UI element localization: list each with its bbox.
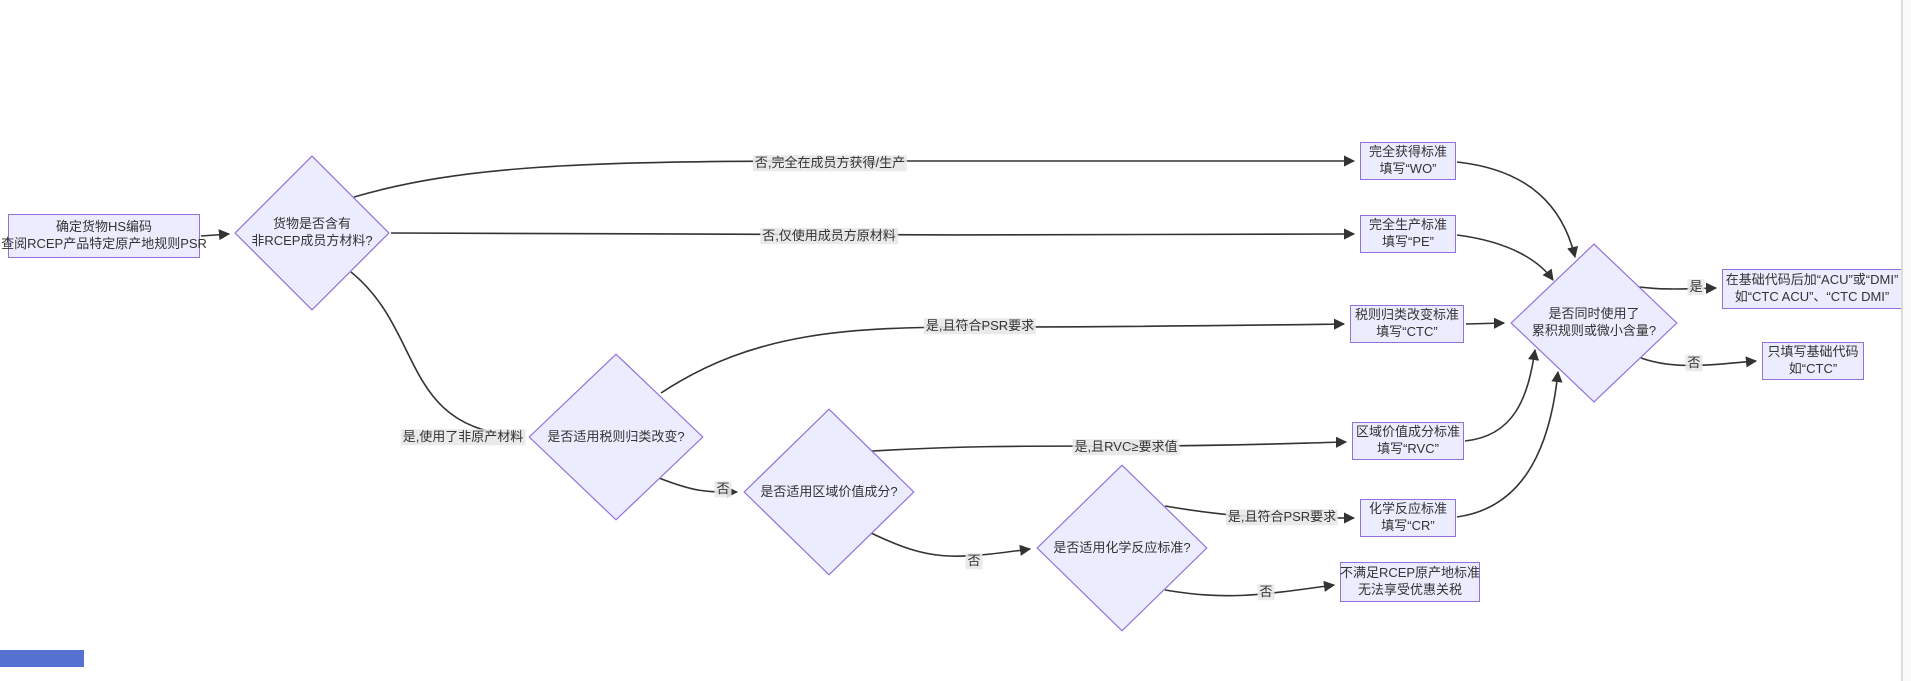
edge-wo-d5 — [1456, 161, 1579, 259]
decision-d2-line1: 是否适用税则归类改变? — [547, 428, 685, 444]
node-base-line2: 如“CTC” — [1788, 361, 1838, 376]
node-fail: 不满足RCEP原产地标准 无法享受优惠关税 — [1340, 562, 1480, 602]
diamond-shape — [528, 353, 704, 521]
edge-d4-fail — [1164, 580, 1336, 597]
edge-cr-d5 — [1456, 370, 1563, 518]
node-wo: 完全获得标准 填写“WO” — [1360, 142, 1456, 180]
decision-d3-line1: 是否适用区域价值成分? — [760, 483, 898, 499]
edge-label-d2-no: 否 — [714, 481, 732, 497]
decision-d5-line2: 累积规则或微小含量? — [1531, 323, 1657, 338]
node-rvc-line2: 填写“RVC” — [1377, 441, 1439, 456]
edge-label-d5-yes: 是 — [1687, 279, 1705, 295]
decision-accumulation-deminimis: 是否同时使用了 累积规则或微小含量? — [1510, 243, 1678, 403]
diamond-shape — [1510, 243, 1678, 403]
node-fail-line1: 不满足RCEP原产地标准 — [1339, 565, 1481, 581]
node-cr-line1: 化学反应标准 — [1368, 501, 1447, 517]
node-acu-line1: 在基础代码后加“ACU”或“DMI” — [1725, 272, 1899, 288]
edge-ctc-d5 — [1465, 317, 1506, 329]
edge-label-d1-wo: 否,完全在成员方获得/生产 — [752, 155, 908, 171]
edge-start-d1 — [200, 229, 231, 241]
diamond-shape — [1036, 464, 1208, 632]
decision-d1-line2: 非RCEP成员方材料? — [251, 233, 373, 248]
edge-label-d1-pe: 否,仅使用成员方原材料 — [760, 228, 898, 244]
node-start-line2: 查阅RCEP产品特定原产地规则PSR — [1, 236, 207, 251]
node-start: 确定货物HS编码 查阅RCEP产品特定原产地规则PSR — [1, 214, 207, 258]
edge-d2-ctc — [660, 318, 1346, 394]
edge-label-d4-cr: 是,且符合PSR要求 — [1225, 509, 1339, 525]
decision-d5-line1: 是否同时使用了 — [1548, 306, 1640, 322]
edge-label-d3-rvc: 是,且RVC≥要求值 — [1072, 439, 1180, 455]
edge-d3-d4 — [870, 532, 1032, 557]
node-cr-line2: 填写“CR” — [1381, 518, 1435, 533]
decision-has-non-rcep-materials: 货物是否含有 非RCEP成员方材料? — [234, 155, 390, 311]
node-acu-line2: 如“CTC ACU”、“CTC DMI” — [1734, 289, 1890, 304]
edge-label-d1-d2: 是,使用了非原产材料 — [400, 429, 526, 445]
edge-label-d5-no: 否 — [1685, 355, 1703, 371]
node-cr: 化学反应标准 填写“CR” — [1360, 499, 1456, 537]
edge-d1-d2 — [350, 271, 523, 442]
edge-label-d2-ctc: 是,且符合PSR要求 — [923, 318, 1037, 334]
node-ctc-line2: 填写“CTC” — [1376, 324, 1438, 339]
edge-rvc-d5 — [1464, 348, 1540, 442]
edge-d5-acu — [1638, 282, 1718, 294]
bottom-left-accent-bar — [0, 650, 84, 667]
diamond-shape — [234, 155, 390, 311]
node-pe-line2: 填写“PE” — [1381, 234, 1434, 249]
node-rvc: 区域价值成分标准 填写“RVC” — [1352, 422, 1464, 460]
node-ctc: 税则归类改变标准 填写“CTC” — [1350, 305, 1464, 343]
decision-ctc-applicable: 是否适用税则归类改变? — [528, 353, 704, 521]
node-wo-line1: 完全获得标准 — [1368, 144, 1447, 160]
diamond-shape — [743, 408, 915, 576]
decision-rvc-applicable: 是否适用区域价值成分? — [743, 408, 915, 576]
decision-d4-line1: 是否适用化学反应标准? — [1053, 539, 1191, 555]
node-base-line1: 只填写基础代码 — [1767, 344, 1859, 360]
node-acu: 在基础代码后加“ACU”或“DMI” 如“CTC ACU”、“CTC DMI” — [1722, 269, 1902, 309]
node-base: 只填写基础代码 如“CTC” — [1762, 342, 1864, 380]
edge-label-d3-no: 否 — [965, 553, 983, 569]
node-wo-line2: 填写“WO” — [1379, 161, 1437, 176]
edge-label-d4-no: 否 — [1257, 584, 1275, 600]
node-pe-line1: 完全生产标准 — [1368, 217, 1447, 233]
node-ctc-line1: 税则归类改变标准 — [1354, 307, 1459, 323]
node-start-line1: 确定货物HS编码 — [55, 219, 153, 235]
decision-cr-applicable: 是否适用化学反应标准? — [1036, 464, 1208, 632]
vertical-scrollbar[interactable] — [1901, 0, 1911, 681]
node-rvc-line1: 区域价值成分标准 — [1355, 424, 1460, 440]
edge-pe-d5 — [1456, 234, 1554, 281]
node-fail-line2: 无法享受优惠关税 — [1357, 582, 1462, 597]
decision-d1-line1: 货物是否含有 — [272, 216, 351, 232]
node-pe: 完全生产标准 填写“PE” — [1360, 215, 1456, 253]
